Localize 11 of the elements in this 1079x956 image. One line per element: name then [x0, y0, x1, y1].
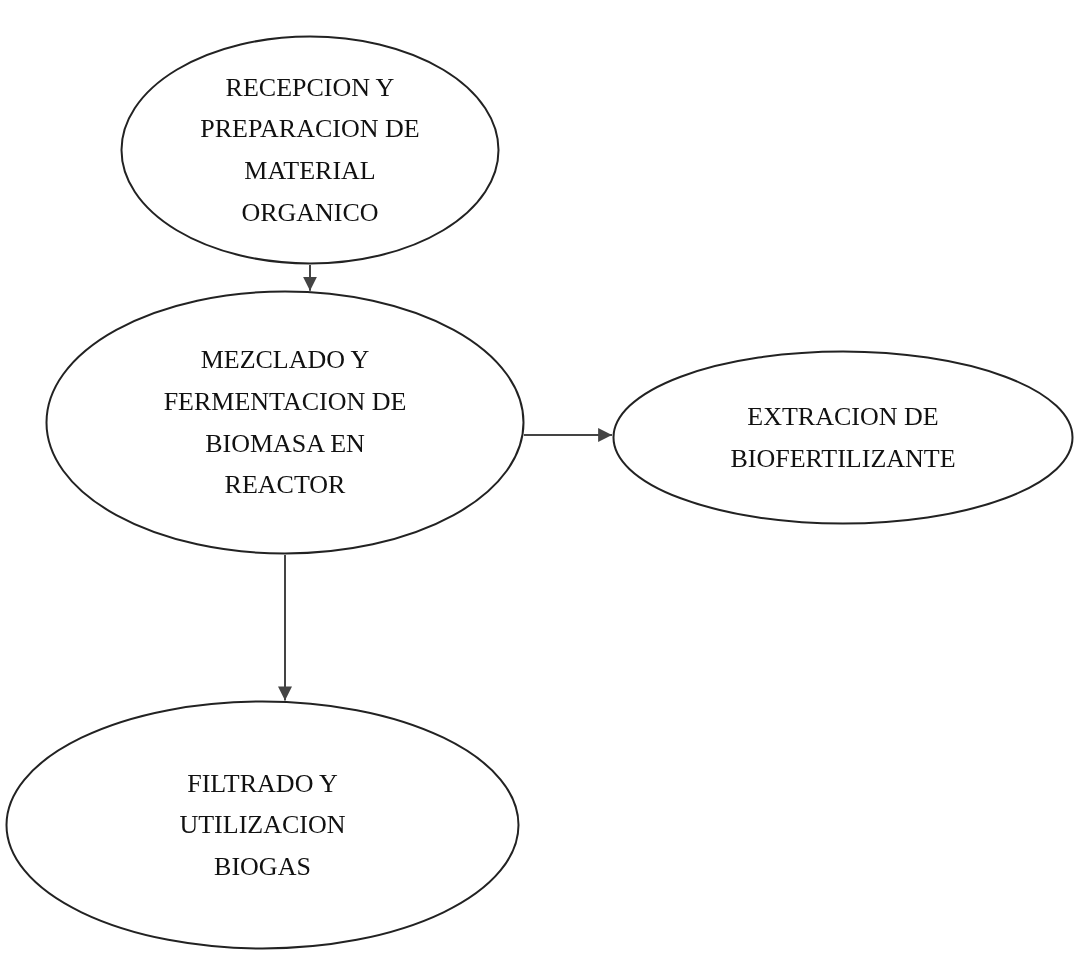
- process-ellipse: [45, 290, 525, 555]
- step-label: MEZCLADO Y FERMENTACION DE BIOMASA EN REACTOR: [162, 344, 408, 502]
- step-label: EXTRACION DE BIOFERTILIZANTE: [729, 400, 957, 475]
- arrow: [303, 264, 317, 292]
- step-label: FILTRADO Y UTILIZACION BIOGAS: [178, 767, 347, 883]
- process-ellipse: [120, 35, 500, 265]
- step-label: RECEPCION Y PREPARACION DE MATERIAL ORGANICO: [199, 71, 421, 229]
- process-ellipse: [5, 700, 520, 950]
- arrow: [522, 428, 614, 442]
- process-ellipse: [612, 350, 1074, 525]
- arrow: [278, 554, 292, 702]
